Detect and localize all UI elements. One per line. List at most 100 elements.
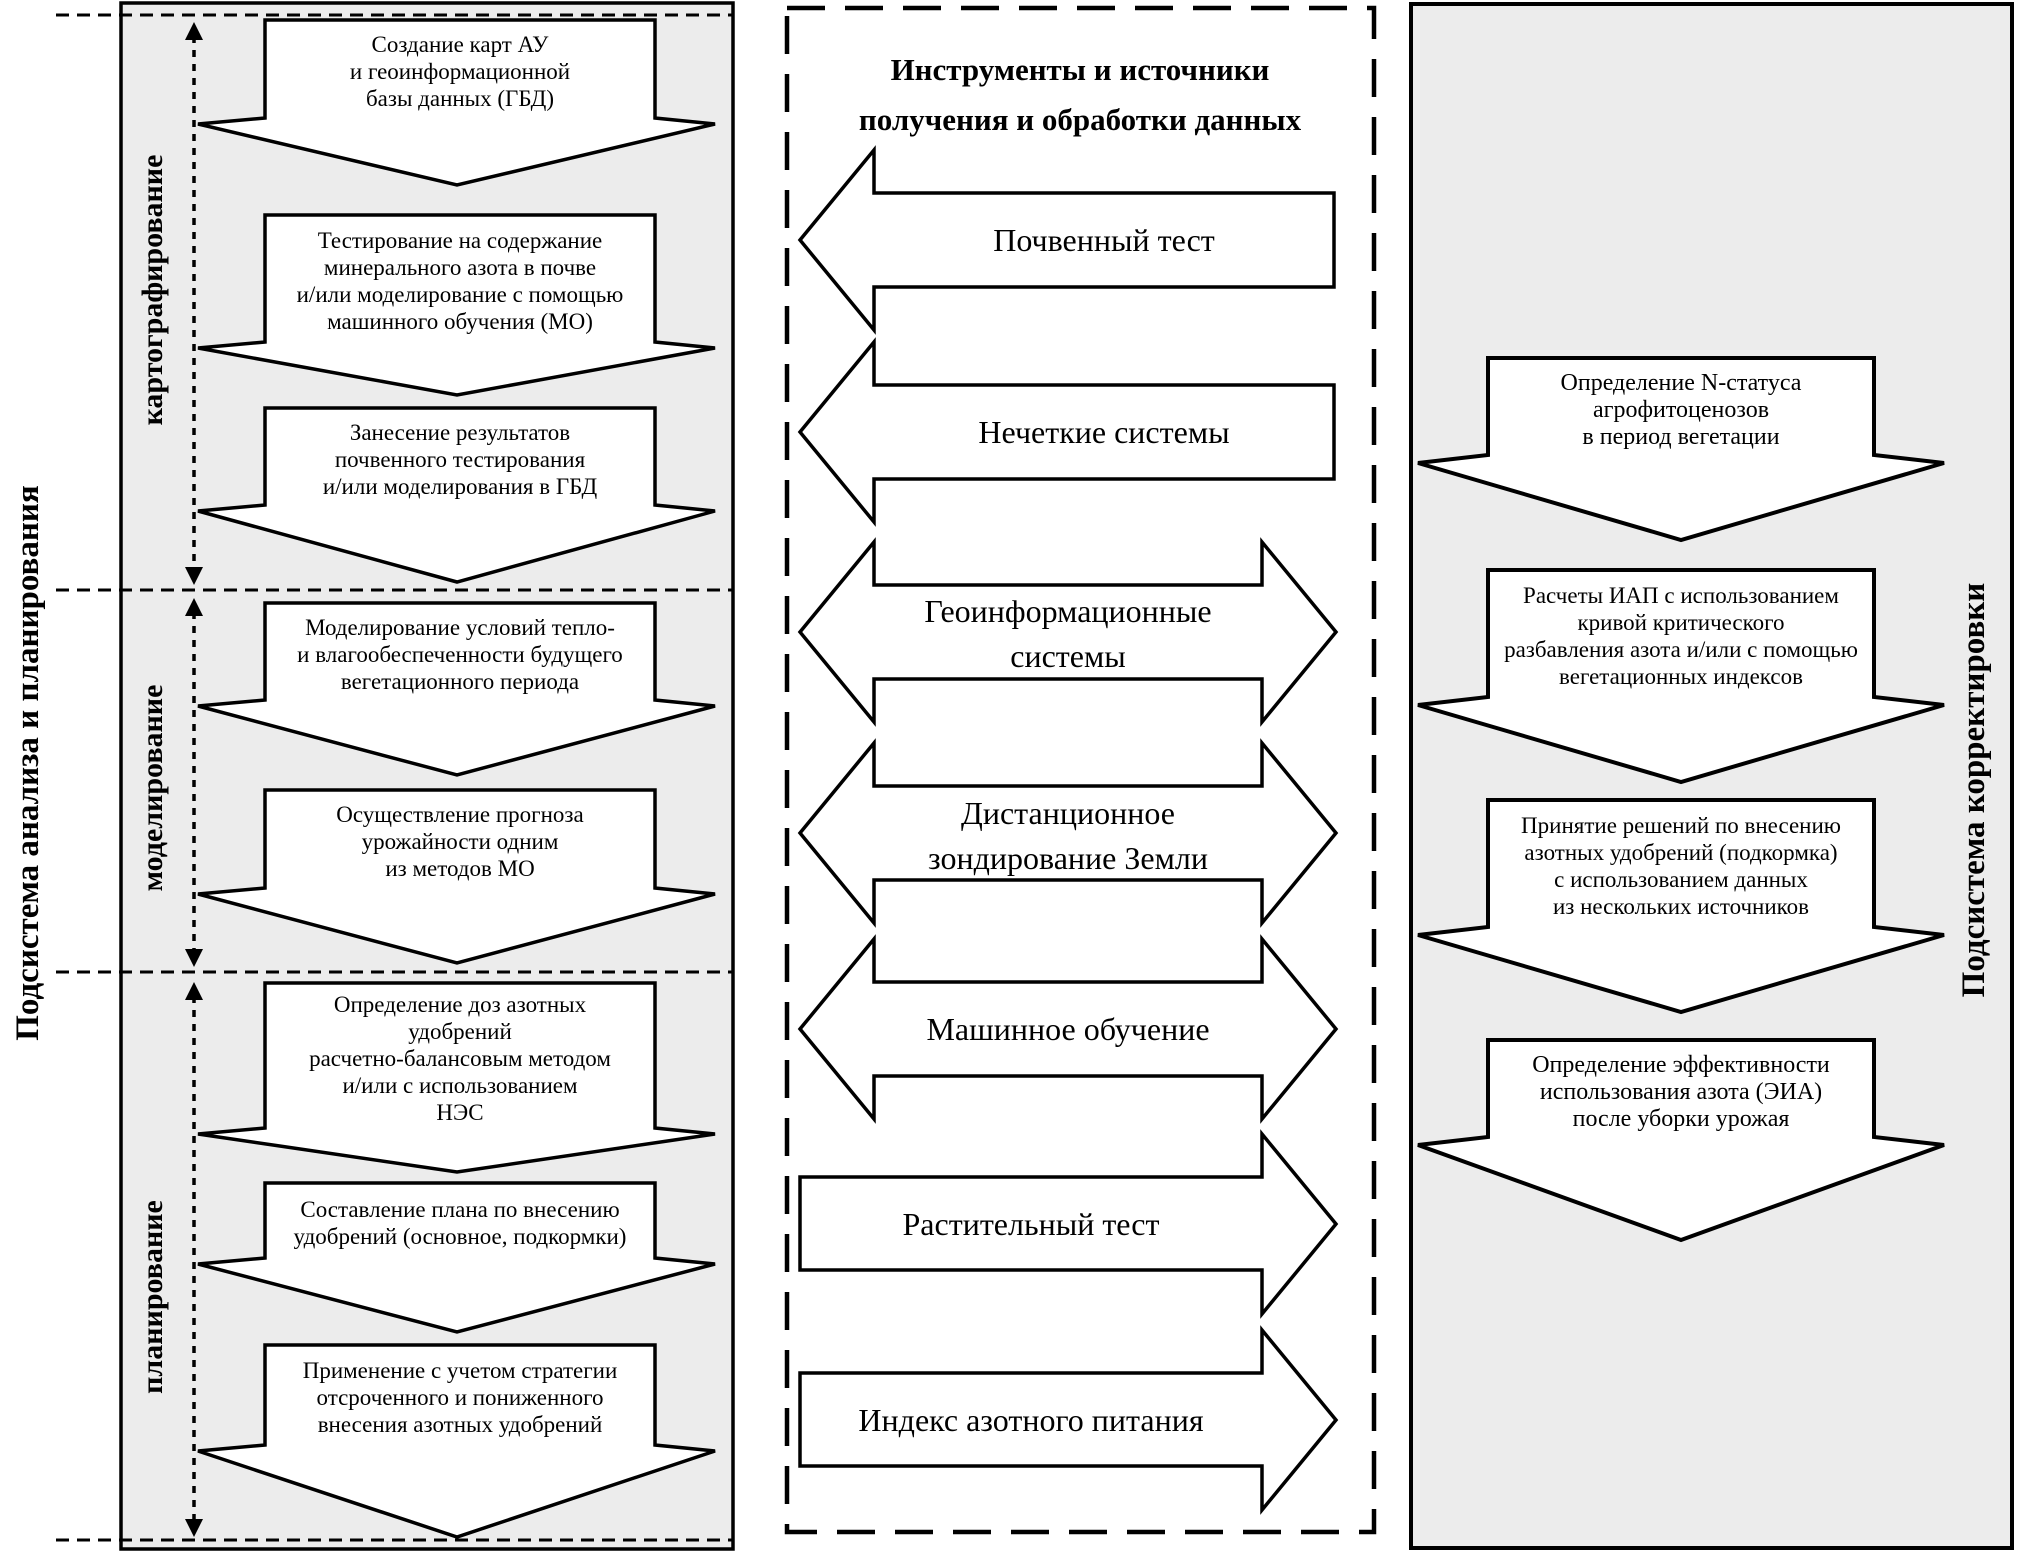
down-arrow-shape bbox=[1417, 1038, 1945, 1243]
step-text: удобрений bbox=[408, 1019, 512, 1044]
step-text: и/или с использованием bbox=[342, 1073, 578, 1098]
step-text: Принятие решений по внесению bbox=[1521, 813, 1841, 838]
step-create-maps: Создание карт АУ и геоинформационной баз… bbox=[197, 18, 716, 187]
step-text: с использованием данных bbox=[1554, 867, 1808, 892]
step-text: НЭС bbox=[436, 1100, 483, 1125]
analysis-planning-panel: картографирование моделирование планиров… bbox=[10, 1, 735, 1551]
step-text: кривой критического bbox=[1577, 610, 1784, 635]
correction-panel-border bbox=[1409, 2, 2014, 1550]
step-text: вегетационного периода bbox=[341, 669, 579, 694]
section-arrow-modeling bbox=[185, 598, 203, 967]
down-arrow-shape bbox=[197, 213, 716, 397]
double-arrow-shape bbox=[797, 537, 1339, 727]
tool-label: Растительный тест bbox=[903, 1206, 1160, 1242]
step-nitrogen-efficiency: Определение эффективности использования … bbox=[1417, 1038, 1945, 1243]
step-text: Осуществление прогноза bbox=[336, 802, 583, 827]
tools-panel-title-line1: Инструменты и источники bbox=[891, 52, 1270, 87]
down-arrow-shape bbox=[197, 788, 716, 965]
section-arrow-mapping bbox=[185, 22, 203, 585]
arrow-up-icon bbox=[185, 598, 203, 616]
step-text: Создание карт АУ bbox=[372, 32, 550, 57]
down-arrow-shape bbox=[197, 1181, 716, 1334]
step-text: и влагообеспеченности будущего bbox=[297, 642, 623, 667]
step-text: и геоинформационной bbox=[350, 59, 570, 84]
step-application-strategy: Применение с учетом стратегии отсроченно… bbox=[197, 1343, 716, 1539]
section-arrow-planning bbox=[185, 982, 203, 1537]
step-fertilization-plan: Составление плана по внесению удобрений … bbox=[197, 1181, 716, 1334]
step-nni-calculations: Расчеты ИАП с использованием кривой крит… bbox=[1417, 568, 1945, 785]
step-text: машинного обучения (МО) bbox=[327, 309, 593, 334]
step-text: удобрений (основное, подкормки) bbox=[294, 1224, 627, 1249]
tool-label: Почвенный тест bbox=[993, 222, 1215, 258]
down-arrow-shape bbox=[197, 1343, 716, 1539]
tool-label: Индекс азотного питания bbox=[858, 1402, 1203, 1438]
step-text: разбавления азота и/или с помощью bbox=[1504, 637, 1858, 662]
step-text: азотных удобрений (подкормка) bbox=[1524, 840, 1837, 865]
left-arrow-shape bbox=[797, 145, 1336, 335]
tools-panel-title-line2: получения и обработки данных bbox=[859, 102, 1302, 137]
down-arrow-shape bbox=[1417, 798, 1945, 1015]
step-enter-results: Занесение результатов почвенного тестиро… bbox=[197, 406, 716, 584]
correction-panel-title: Подсистема корректировки bbox=[1956, 583, 1992, 998]
step-text: и/или моделирование с помощью bbox=[297, 282, 624, 307]
step-text: из методов МО bbox=[385, 856, 534, 881]
tool-label: Машинное обучение bbox=[926, 1011, 1209, 1047]
arrow-down-icon bbox=[185, 567, 203, 585]
step-yield-forecast: Осуществление прогноза урожайности одним… bbox=[197, 788, 716, 965]
step-text: внесения азотных удобрений bbox=[318, 1412, 603, 1437]
tools-panel: Инструменты и источники получения и обра… bbox=[784, 5, 1377, 1535]
tools-panel-border bbox=[784, 5, 1377, 1535]
step-text: почвенного тестирования bbox=[335, 447, 586, 472]
down-arrow-shape bbox=[197, 18, 716, 187]
tool-soil-test: Почвенный тест bbox=[797, 145, 1336, 335]
step-text: расчетно-балансовым методом bbox=[309, 1046, 611, 1071]
step-model-heat-moisture: Моделирование условий тепло- и влагообес… bbox=[197, 601, 716, 777]
down-arrow-shape bbox=[1417, 568, 1945, 785]
step-text: и/или моделирования в ГБД bbox=[323, 474, 598, 499]
step-text: Применение с учетом стратегии bbox=[303, 1358, 618, 1383]
arrow-down-icon bbox=[185, 1519, 203, 1537]
section-label-modeling: моделирование bbox=[136, 685, 169, 892]
tool-label: зондирование Земли bbox=[928, 840, 1208, 876]
tool-label: Нечеткие системы bbox=[978, 414, 1229, 450]
tool-label: системы bbox=[1010, 638, 1125, 674]
down-arrow-shape bbox=[197, 601, 716, 777]
step-text: Тестирование на содержание bbox=[318, 228, 603, 253]
step-text: вегетационных индексов bbox=[1559, 664, 1803, 689]
step-soil-testing: Тестирование на содержание минерального … bbox=[197, 213, 716, 397]
step-text: Определение доз азотных bbox=[334, 992, 587, 1017]
step-text: использования азота (ЭИА) bbox=[1540, 1079, 1822, 1105]
step-text: Моделирование условий тепло- bbox=[305, 615, 615, 640]
tool-machine-learning: Машинное обучение bbox=[797, 934, 1339, 1124]
tool-label: Дистанционное bbox=[961, 795, 1175, 831]
arrow-up-icon bbox=[185, 22, 203, 40]
down-arrow-shape bbox=[197, 981, 716, 1174]
step-n-status: Определение N-статуса агрофитоценозов в … bbox=[1417, 356, 1945, 543]
step-text: после уборки урожая bbox=[1573, 1106, 1790, 1132]
step-text: Расчеты ИАП с использованием bbox=[1523, 583, 1839, 608]
step-text: базы данных (ГБД) bbox=[366, 86, 554, 111]
step-text: Определение N-статуса bbox=[1561, 370, 1802, 396]
step-decision-making: Принятие решений по внесению азотных удо… bbox=[1417, 798, 1945, 1015]
step-determine-doses: Определение доз азотных удобрений расчет… bbox=[197, 981, 716, 1174]
tool-plant-test: Растительный тест bbox=[798, 1129, 1339, 1319]
step-text: урожайности одним bbox=[362, 829, 559, 854]
step-text: отсроченного и пониженного bbox=[317, 1385, 604, 1410]
step-text: в период вегетации bbox=[1582, 424, 1779, 450]
tool-nitrogen-nutrition-index: Индекс азотного питания bbox=[798, 1325, 1339, 1515]
analysis-panel-title: Подсистема анализа и планирования bbox=[10, 485, 46, 1040]
down-arrow-shape bbox=[1417, 356, 1945, 543]
arrow-up-icon bbox=[185, 982, 203, 1000]
step-text: Составление плана по внесению bbox=[300, 1197, 619, 1222]
left-arrow-shape bbox=[797, 337, 1336, 527]
step-text: агрофитоценозов bbox=[1593, 397, 1769, 423]
tool-label: Геоинформационные bbox=[924, 593, 1211, 629]
tool-gis: Геоинформационные системы bbox=[797, 537, 1339, 727]
section-label-planning: планирование bbox=[136, 1200, 169, 1394]
right-arrow-shape bbox=[798, 1129, 1339, 1319]
down-arrow-shape bbox=[197, 406, 716, 584]
double-arrow-shape bbox=[797, 934, 1339, 1124]
right-arrow-shape bbox=[798, 1325, 1339, 1515]
